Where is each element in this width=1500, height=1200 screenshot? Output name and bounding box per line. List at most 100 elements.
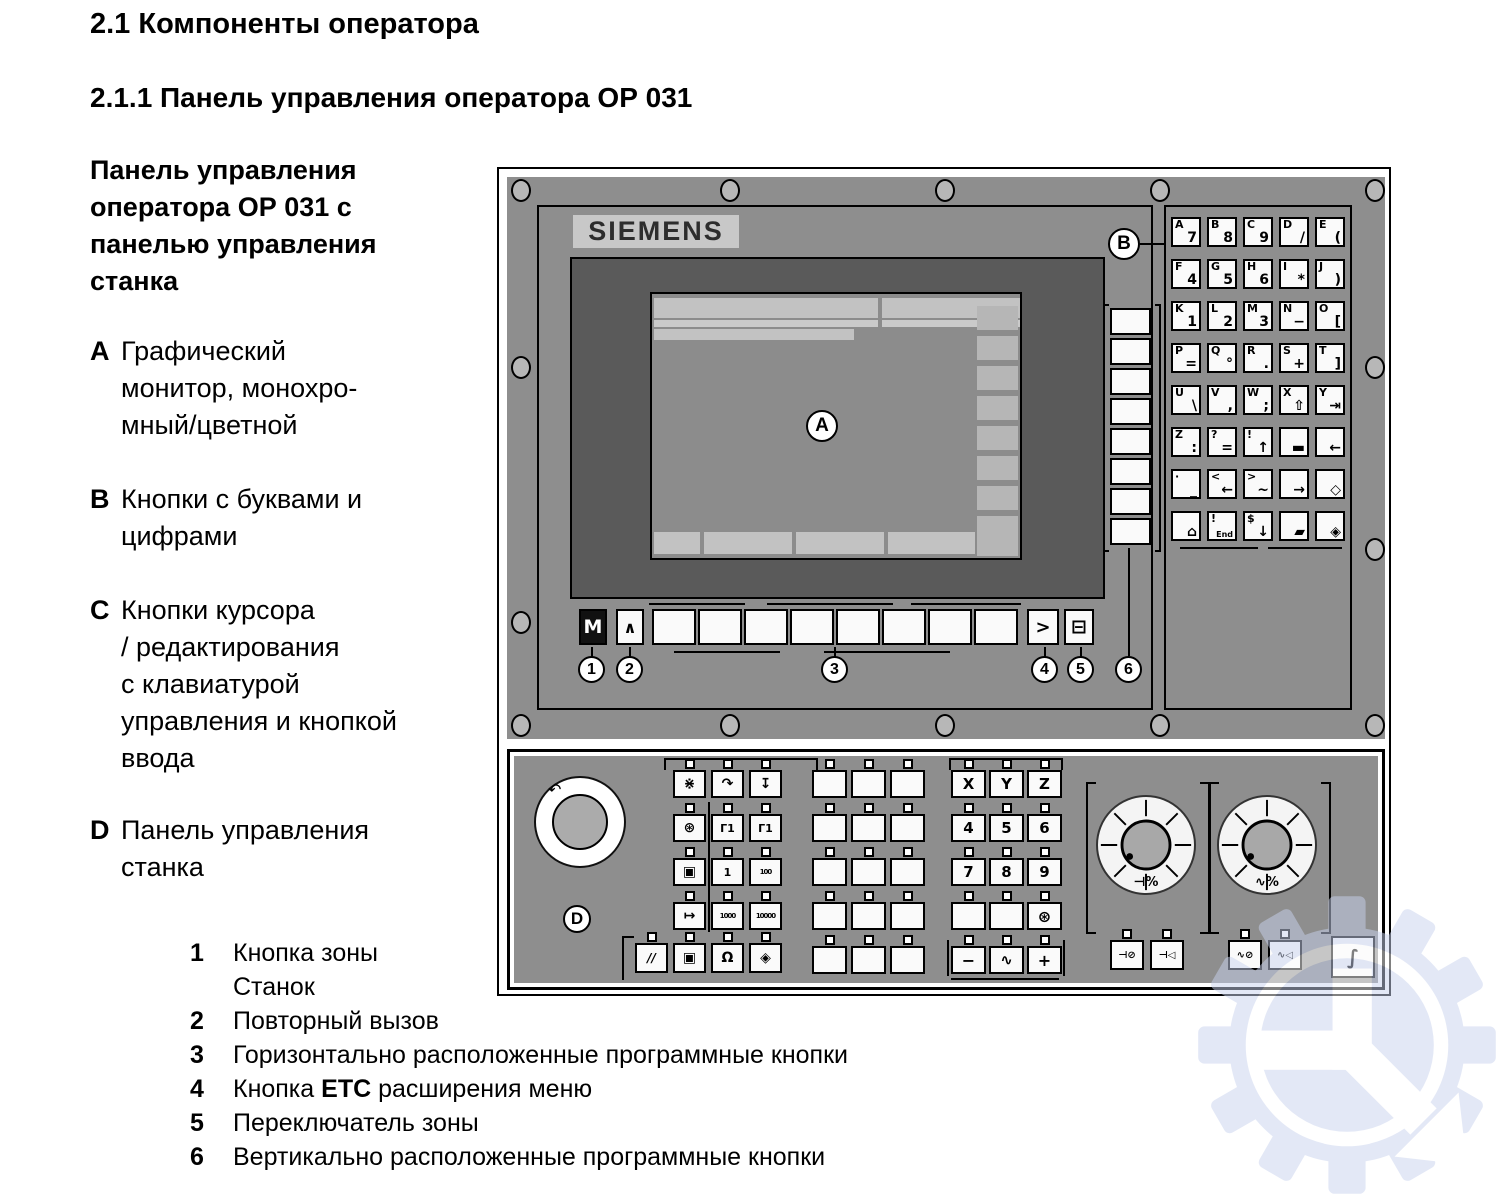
alnum-key[interactable]: J) [1315, 259, 1345, 289]
alnum-key[interactable]: ?= [1207, 427, 1237, 457]
ref-approach-key[interactable]: ↦ [673, 902, 706, 930]
alnum-key[interactable]: P= [1171, 343, 1201, 373]
user-key[interactable] [812, 902, 847, 930]
user-key[interactable] [812, 858, 847, 886]
inc-1-key[interactable]: 1 [711, 858, 744, 886]
jog-continuous-key[interactable]: ∿ [989, 946, 1024, 974]
user-key[interactable] [890, 770, 925, 798]
input-key[interactable]: ◈ [1315, 511, 1345, 541]
user-key[interactable] [851, 946, 886, 974]
axis-7-key[interactable]: 7 [951, 858, 986, 886]
cursor-up-key[interactable]: >~ [1243, 469, 1273, 499]
inc-1000-key[interactable]: 1000 [711, 902, 744, 930]
alnum-key[interactable]: V, [1207, 385, 1237, 415]
user-key[interactable] [890, 946, 925, 974]
spindle-start-key[interactable]: ⊣◁ [1150, 940, 1184, 970]
machine-area-key[interactable]: M [579, 609, 607, 645]
home-key[interactable]: ⌂ [1171, 511, 1201, 541]
vertical-softkey[interactable] [1110, 308, 1151, 335]
feed-override-knob[interactable]: ∿% [1217, 795, 1317, 895]
spindle-stop-key[interactable]: ⊣⊘ [1110, 940, 1144, 970]
backspace-key[interactable]: ← [1315, 427, 1345, 457]
alnum-key[interactable]: I* [1279, 259, 1309, 289]
vertical-softkey[interactable] [1110, 428, 1151, 455]
axis-z-key[interactable]: Z [1027, 770, 1062, 798]
inc-10-key[interactable]: Γ1 [749, 814, 782, 842]
horizontal-softkey[interactable] [928, 609, 972, 645]
alnum-key[interactable]: E( [1315, 217, 1345, 247]
jog-minus-key[interactable]: − [951, 946, 986, 974]
inc-100-key[interactable]: 100 [749, 858, 782, 886]
reset-key[interactable]: ▣ [673, 943, 706, 973]
alnum-key[interactable]: N− [1279, 301, 1309, 331]
alnum-key[interactable]: T] [1315, 343, 1345, 373]
horizontal-softkey[interactable] [882, 609, 926, 645]
repos-mode-key[interactable]: ↷ [711, 770, 744, 798]
alnum-key[interactable]: X⇧ [1279, 385, 1309, 415]
user-key[interactable] [812, 770, 847, 798]
etc-key[interactable]: > [1027, 609, 1059, 645]
delete-key[interactable]: ▬ [1279, 427, 1309, 457]
jog-plus-key[interactable]: + [1027, 946, 1062, 974]
alnum-key[interactable]: S+ [1279, 343, 1309, 373]
horizontal-softkey[interactable] [790, 609, 834, 645]
feed-stop-key[interactable]: ∿⊘ [1228, 940, 1262, 970]
horizontal-softkey[interactable] [744, 609, 788, 645]
alnum-key[interactable]: Z: [1171, 427, 1201, 457]
vertical-softkey[interactable] [1110, 488, 1151, 515]
horizontal-softkey[interactable] [836, 609, 880, 645]
alnum-key[interactable]: Y⇥ [1315, 385, 1345, 415]
alnum-key[interactable]: R. [1243, 343, 1273, 373]
axis-8-key[interactable]: 8 [989, 858, 1024, 886]
inc-10000-key[interactable]: 10000 [749, 902, 782, 930]
emergency-stop-button[interactable]: ↶ [534, 776, 626, 868]
cycle-start-key[interactable]: ◈ [749, 943, 782, 973]
single-block-key[interactable]: // [635, 943, 668, 973]
axis-6-key[interactable]: 6 [1027, 814, 1062, 842]
spindle-override-knob[interactable]: ⊣% [1096, 795, 1196, 895]
user-key[interactable] [812, 946, 847, 974]
recall-key[interactable]: ∧ [616, 609, 644, 645]
area-switchover-key[interactable]: ⊟ [1064, 609, 1094, 645]
vertical-softkey[interactable] [1110, 458, 1151, 485]
ref-point-key[interactable]: ↧ [749, 770, 782, 798]
alnum-key[interactable]: !↑ [1243, 427, 1273, 457]
cycle-stop-key[interactable]: Ω [711, 943, 744, 973]
user-key[interactable] [812, 814, 847, 842]
axis-4-key[interactable]: 4 [951, 814, 986, 842]
vertical-softkey[interactable] [1110, 338, 1151, 365]
rapid-traverse-key[interactable]: ⊛ [1027, 902, 1062, 930]
axis-9-key[interactable]: 9 [1027, 858, 1062, 886]
alnum-key[interactable]: Q° [1207, 343, 1237, 373]
select-key[interactable]: ◇ [1315, 469, 1345, 499]
alnum-key[interactable]: O[ [1315, 301, 1345, 331]
axis-5-key[interactable]: 5 [989, 814, 1024, 842]
feed-start-key[interactable]: ∿◁ [1268, 940, 1302, 970]
horizontal-softkey[interactable] [974, 609, 1018, 645]
jog-mode-key[interactable]: ⋇ [673, 770, 706, 798]
user-key[interactable] [890, 902, 925, 930]
user-key[interactable] [851, 858, 886, 886]
user-key[interactable] [851, 770, 886, 798]
emergency-stop-knob[interactable] [552, 794, 608, 850]
cursor-right-key[interactable]: → [1279, 469, 1309, 499]
alnum-key[interactable]: U\ [1171, 385, 1201, 415]
user-key[interactable] [890, 814, 925, 842]
user-key[interactable] [851, 902, 886, 930]
alnum-key[interactable]: D/ [1279, 217, 1309, 247]
page-down-key[interactable]: $↓ [1243, 511, 1273, 541]
vertical-softkey[interactable] [1110, 518, 1151, 545]
user-key[interactable] [890, 858, 925, 886]
inc-var-key[interactable]: ⊛ [673, 814, 706, 842]
horizontal-softkey[interactable] [652, 609, 696, 645]
alnum-key[interactable]: W; [1243, 385, 1273, 415]
blank-key[interactable] [989, 902, 1024, 930]
